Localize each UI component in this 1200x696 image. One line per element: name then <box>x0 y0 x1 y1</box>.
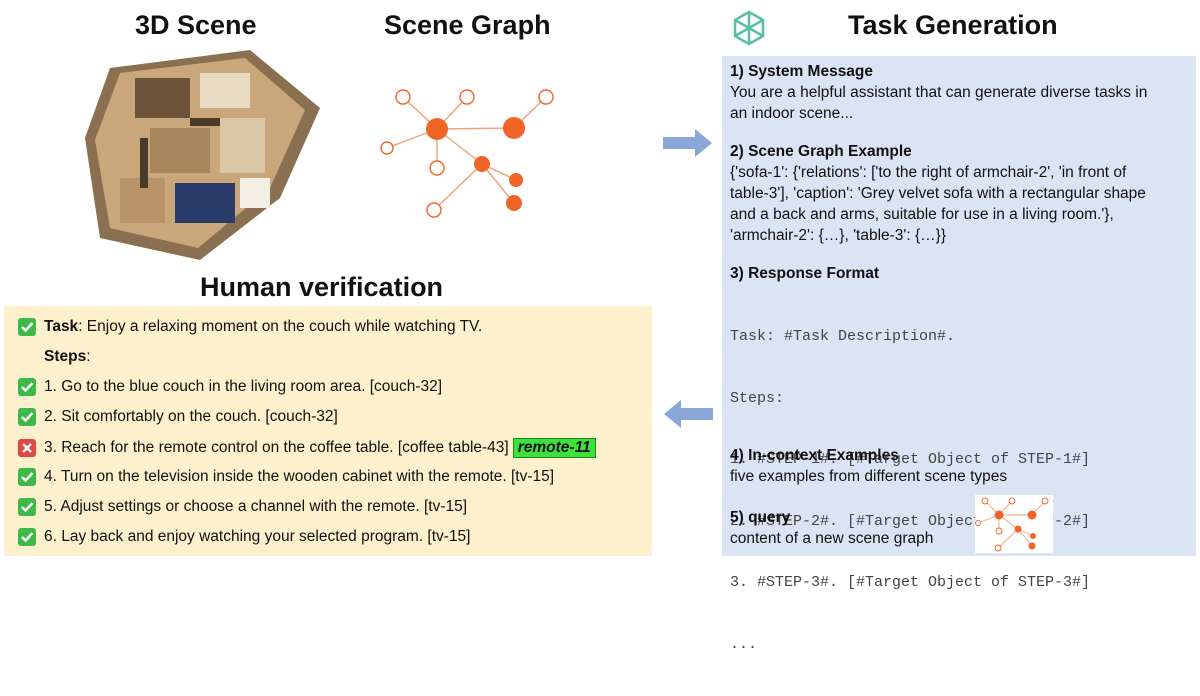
check-icon <box>18 408 36 426</box>
scene-graph-example-title: 2) Scene Graph Example <box>730 143 912 160</box>
response-format-line: 3. #STEP-3#. [#Target Object of STEP-3#] <box>730 574 1091 591</box>
check-icon <box>18 498 36 516</box>
system-message-line: an indoor scene... <box>730 105 854 122</box>
step-row: 6. Lay back and enjoy watching your sele… <box>18 528 471 546</box>
scene-graph-example-line: table-3'], 'caption': 'Grey velvet sofa … <box>730 185 1146 202</box>
step-row: 4. Turn on the television inside the woo… <box>18 468 554 486</box>
human-verification-panel: Task : Enjoy a relaxing moment on the co… <box>4 306 652 556</box>
response-format-line: ... <box>730 635 758 653</box>
response-format-line: Steps: <box>730 389 785 407</box>
human-verification-title: Human verification <box>200 272 444 302</box>
system-message-line: You are a helpful assistant that can gen… <box>730 84 1148 101</box>
in-context-examples-section: 4) In-context Examples five examples fro… <box>730 445 1007 487</box>
cross-icon <box>18 439 36 457</box>
openai-logo-icon <box>733 10 765 46</box>
query-section: 5) query content of a new scene graph <box>730 507 933 549</box>
query-line: content of a new scene graph <box>730 530 934 547</box>
query-title: 5) query <box>730 509 791 526</box>
steps-colon: : <box>86 348 91 365</box>
scene-graph-example-line: {'sofa-1': {'relations': ['to the right … <box>730 164 1127 181</box>
scene-title: 3D Scene <box>135 10 257 40</box>
wrong-target-highlight: remote-11 <box>512 438 596 458</box>
system-message-section: 1) System Message You are a helpful assi… <box>730 61 1147 124</box>
task-text: : Enjoy a relaxing moment on the couch w… <box>78 318 483 335</box>
scene-graph-title: Scene Graph <box>384 10 551 40</box>
task-generation-panel: 1) System Message You are a helpful assi… <box>722 56 1196 653</box>
step-row: 1. Go to the blue couch in the living ro… <box>18 378 442 396</box>
system-message-title: 1) System Message <box>730 63 874 80</box>
response-format-title: 3) Response Format <box>730 265 880 282</box>
step-text: 3. Reach for the remote control on the c… <box>44 439 509 456</box>
3d-scene-image <box>85 50 320 260</box>
step-text: 5. Adjust settings or choose a channel w… <box>44 498 468 515</box>
response-format-line: 1. #STEP-1#. [#Target Object of STEP-1#] <box>730 451 1091 468</box>
query-scene-graph-image <box>975 495 1053 553</box>
steps-heading: Steps: <box>44 348 91 366</box>
check-icon <box>18 378 36 396</box>
check-icon <box>18 468 36 486</box>
step-text: 4. Turn on the television inside the woo… <box>44 468 555 485</box>
step-row: 2. Sit comfortably on the couch. [couch-… <box>18 408 338 426</box>
response-format-line: Task: #Task Description#. <box>730 328 956 345</box>
scene-graph-image <box>380 89 554 218</box>
arrow-left-icon <box>664 400 713 428</box>
task-row: Task : Enjoy a relaxing moment on the co… <box>18 318 482 336</box>
scene-graph-example-line: 'armchair-2': {…}, 'table-3': {…}} <box>730 227 947 244</box>
step-text: 1. Go to the blue couch in the living ro… <box>44 378 443 395</box>
task-label: Task <box>44 318 79 335</box>
in-context-examples-line: five examples from different scene types <box>730 468 1008 485</box>
in-context-examples-title: 4) In-context Examples <box>730 447 899 464</box>
scene-graph-example-line: and a back and arms, suitable for use in… <box>730 206 1114 223</box>
step-text: 6. Lay back and enjoy watching your sele… <box>44 528 471 545</box>
step-text: 2. Sit comfortably on the couch. [couch-… <box>44 408 338 425</box>
steps-label: Steps <box>44 348 87 365</box>
step-row: 3. Reach for the remote control on the c… <box>18 438 596 458</box>
step-row: 5. Adjust settings or choose a channel w… <box>18 498 467 516</box>
scene-graph-example-section: 2) Scene Graph Example {'sofa-1': {'rela… <box>730 141 1146 246</box>
check-icon <box>18 528 36 546</box>
task-generation-title: Task Generation <box>848 10 1058 40</box>
check-icon <box>18 318 36 336</box>
arrow-right-icon <box>663 129 712 157</box>
